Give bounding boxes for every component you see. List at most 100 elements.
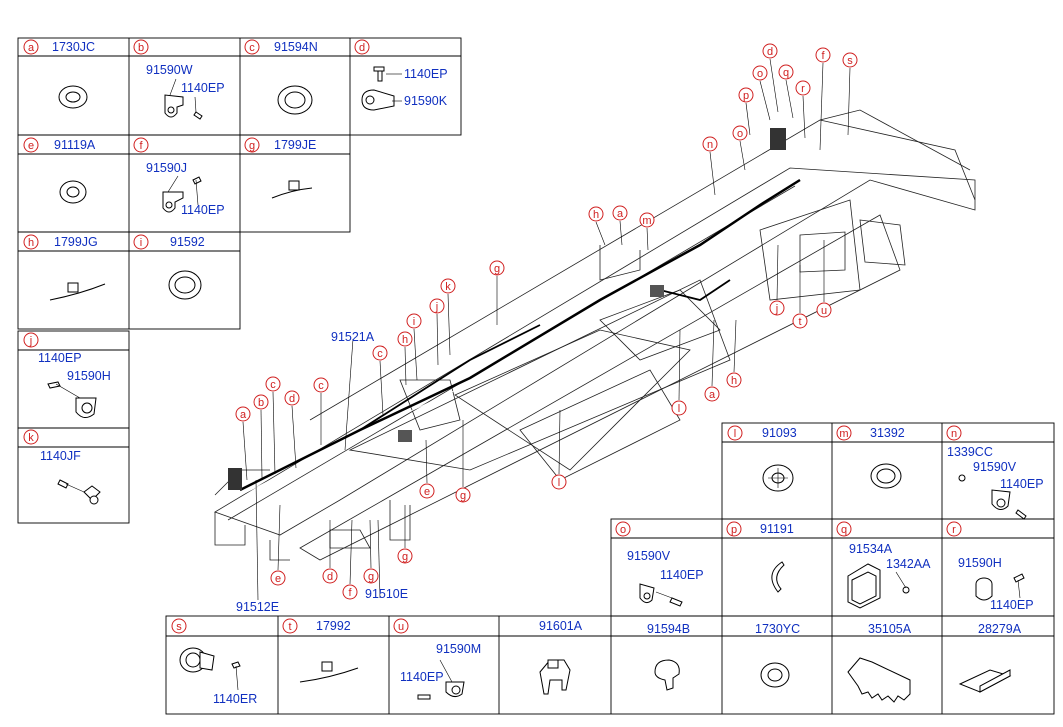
svg-text:e: e <box>28 140 34 152</box>
svg-text:g: g <box>494 263 500 275</box>
legend-cell-i: i 91592 <box>133 234 205 250</box>
svg-text:l: l <box>558 477 560 489</box>
part-b-2: 1140EP <box>181 81 225 95</box>
seal-p-icon <box>771 561 785 593</box>
svg-text:f: f <box>348 587 352 599</box>
legend-cell-e: e 91119A <box>23 137 96 153</box>
svg-text:h: h <box>731 375 737 387</box>
part-n-3: 1140EP <box>1000 477 1044 491</box>
legend-cell-r: r <box>946 521 962 537</box>
callout-g-mid: g <box>489 260 505 276</box>
legend-cell-l: l 91093 <box>727 425 797 441</box>
svg-text:a: a <box>709 389 716 401</box>
legend-cell-b: b <box>133 39 149 55</box>
callout-r-top: r <box>795 80 811 96</box>
svg-text:g: g <box>402 551 408 563</box>
svg-text:i: i <box>140 237 142 249</box>
svg-text:h: h <box>28 237 34 249</box>
svg-text:o: o <box>737 128 743 140</box>
svg-text:d: d <box>289 393 295 405</box>
protector-35105A-icon <box>847 657 911 703</box>
legend-cell-1730YC: 1730YC <box>755 622 800 636</box>
legend-cell-35105A: 35105A <box>868 622 912 636</box>
callout-l-bottom: l <box>551 474 567 490</box>
svg-text:b: b <box>138 42 144 54</box>
chassis-frame-drawing <box>214 109 976 561</box>
svg-text:1730JC: 1730JC <box>52 40 95 54</box>
svg-text:i: i <box>413 316 415 328</box>
callout-d-bottom: d <box>322 568 338 584</box>
grommet-e-icon <box>59 180 87 204</box>
callout-h-left: h <box>397 331 413 347</box>
part-o-2: 1140EP <box>660 568 704 582</box>
callout-l-right: l <box>671 400 687 416</box>
callout-u-right: u <box>816 302 832 318</box>
svg-text:m: m <box>839 428 848 440</box>
svg-text:91119A: 91119A <box>54 138 96 152</box>
svg-text:t: t <box>798 316 801 328</box>
part-r-2: 1140EP <box>990 598 1034 612</box>
svg-text:1799JE: 1799JE <box>274 138 316 152</box>
svg-text:p: p <box>731 524 737 536</box>
clip-k-icon <box>57 479 101 505</box>
callout-q-top: q <box>778 64 794 80</box>
svg-text:d: d <box>767 46 773 58</box>
part-k-1: 1140JF <box>40 449 81 463</box>
legend-cell-u: u <box>393 618 409 634</box>
tie-h-icon <box>49 282 106 301</box>
svg-text:f: f <box>821 50 825 62</box>
legend-cell-a: a 1730JC <box>23 39 95 55</box>
callout-a-mid: a <box>612 205 628 221</box>
part-n-1: 1339CC <box>947 445 993 459</box>
svg-text:k: k <box>28 432 34 444</box>
callout-leaders <box>242 58 851 601</box>
part-j-2: 91590H <box>67 369 111 383</box>
svg-text:31392: 31392 <box>870 426 905 440</box>
callout-a-right: a <box>704 386 720 402</box>
svg-text:17992: 17992 <box>316 619 351 633</box>
part-d-2: 91590K <box>404 94 448 108</box>
grommet-c-icon <box>277 85 313 115</box>
callout-d-top: d <box>762 43 778 59</box>
callout-k-mid: k <box>440 278 456 294</box>
svg-text:91594N: 91594N <box>274 40 318 54</box>
legend-cell-h: h 1799JG <box>23 234 98 250</box>
clamp-r-icon <box>975 573 1025 601</box>
svg-text:j: j <box>775 303 778 315</box>
svg-text:c: c <box>377 348 383 360</box>
svg-text:c: c <box>318 380 324 392</box>
clip-91594B-icon <box>654 659 680 691</box>
part-u-2: 1140EP <box>400 670 444 684</box>
svg-text:g: g <box>368 571 374 583</box>
svg-text:91592: 91592 <box>170 235 205 249</box>
legend-cell-q: q <box>836 521 852 537</box>
callout-o-top: o <box>752 65 768 81</box>
label-91521A: 91521A <box>331 330 375 344</box>
svg-text:91191: 91191 <box>760 522 794 536</box>
legend-cell-g: g 1799JE <box>244 137 316 153</box>
svg-text:j: j <box>29 335 32 347</box>
callout-h-mid: h <box>588 206 604 222</box>
part-n-2: 91590V <box>973 460 1017 474</box>
svg-text:m: m <box>642 215 651 227</box>
clamp-u-icon <box>417 659 465 700</box>
callout-s-top: s <box>842 52 858 68</box>
callout-i-mid: i <box>406 313 422 329</box>
legend-cell-k: k <box>23 429 39 445</box>
callout-d-left: d <box>284 390 300 406</box>
callout-b-left: b <box>253 394 269 410</box>
svg-text:1799JG: 1799JG <box>54 235 98 249</box>
callout-t-right: t <box>792 313 808 329</box>
svg-text:o: o <box>757 68 763 80</box>
main-callouts: d o q f s r p o n h a m g k j i h c c b … <box>235 43 858 600</box>
grommet-1730YC-icon <box>760 662 790 688</box>
part-q-1: 91534A <box>849 542 893 556</box>
callout-f-bottom: f <box>342 584 358 600</box>
svg-text:h: h <box>593 209 599 221</box>
callout-g-bottom3: g <box>455 487 471 503</box>
clamp-f-icon <box>162 175 202 213</box>
svg-text:q: q <box>841 524 847 536</box>
svg-text:t: t <box>288 621 291 633</box>
callout-p-top: p <box>738 87 754 103</box>
